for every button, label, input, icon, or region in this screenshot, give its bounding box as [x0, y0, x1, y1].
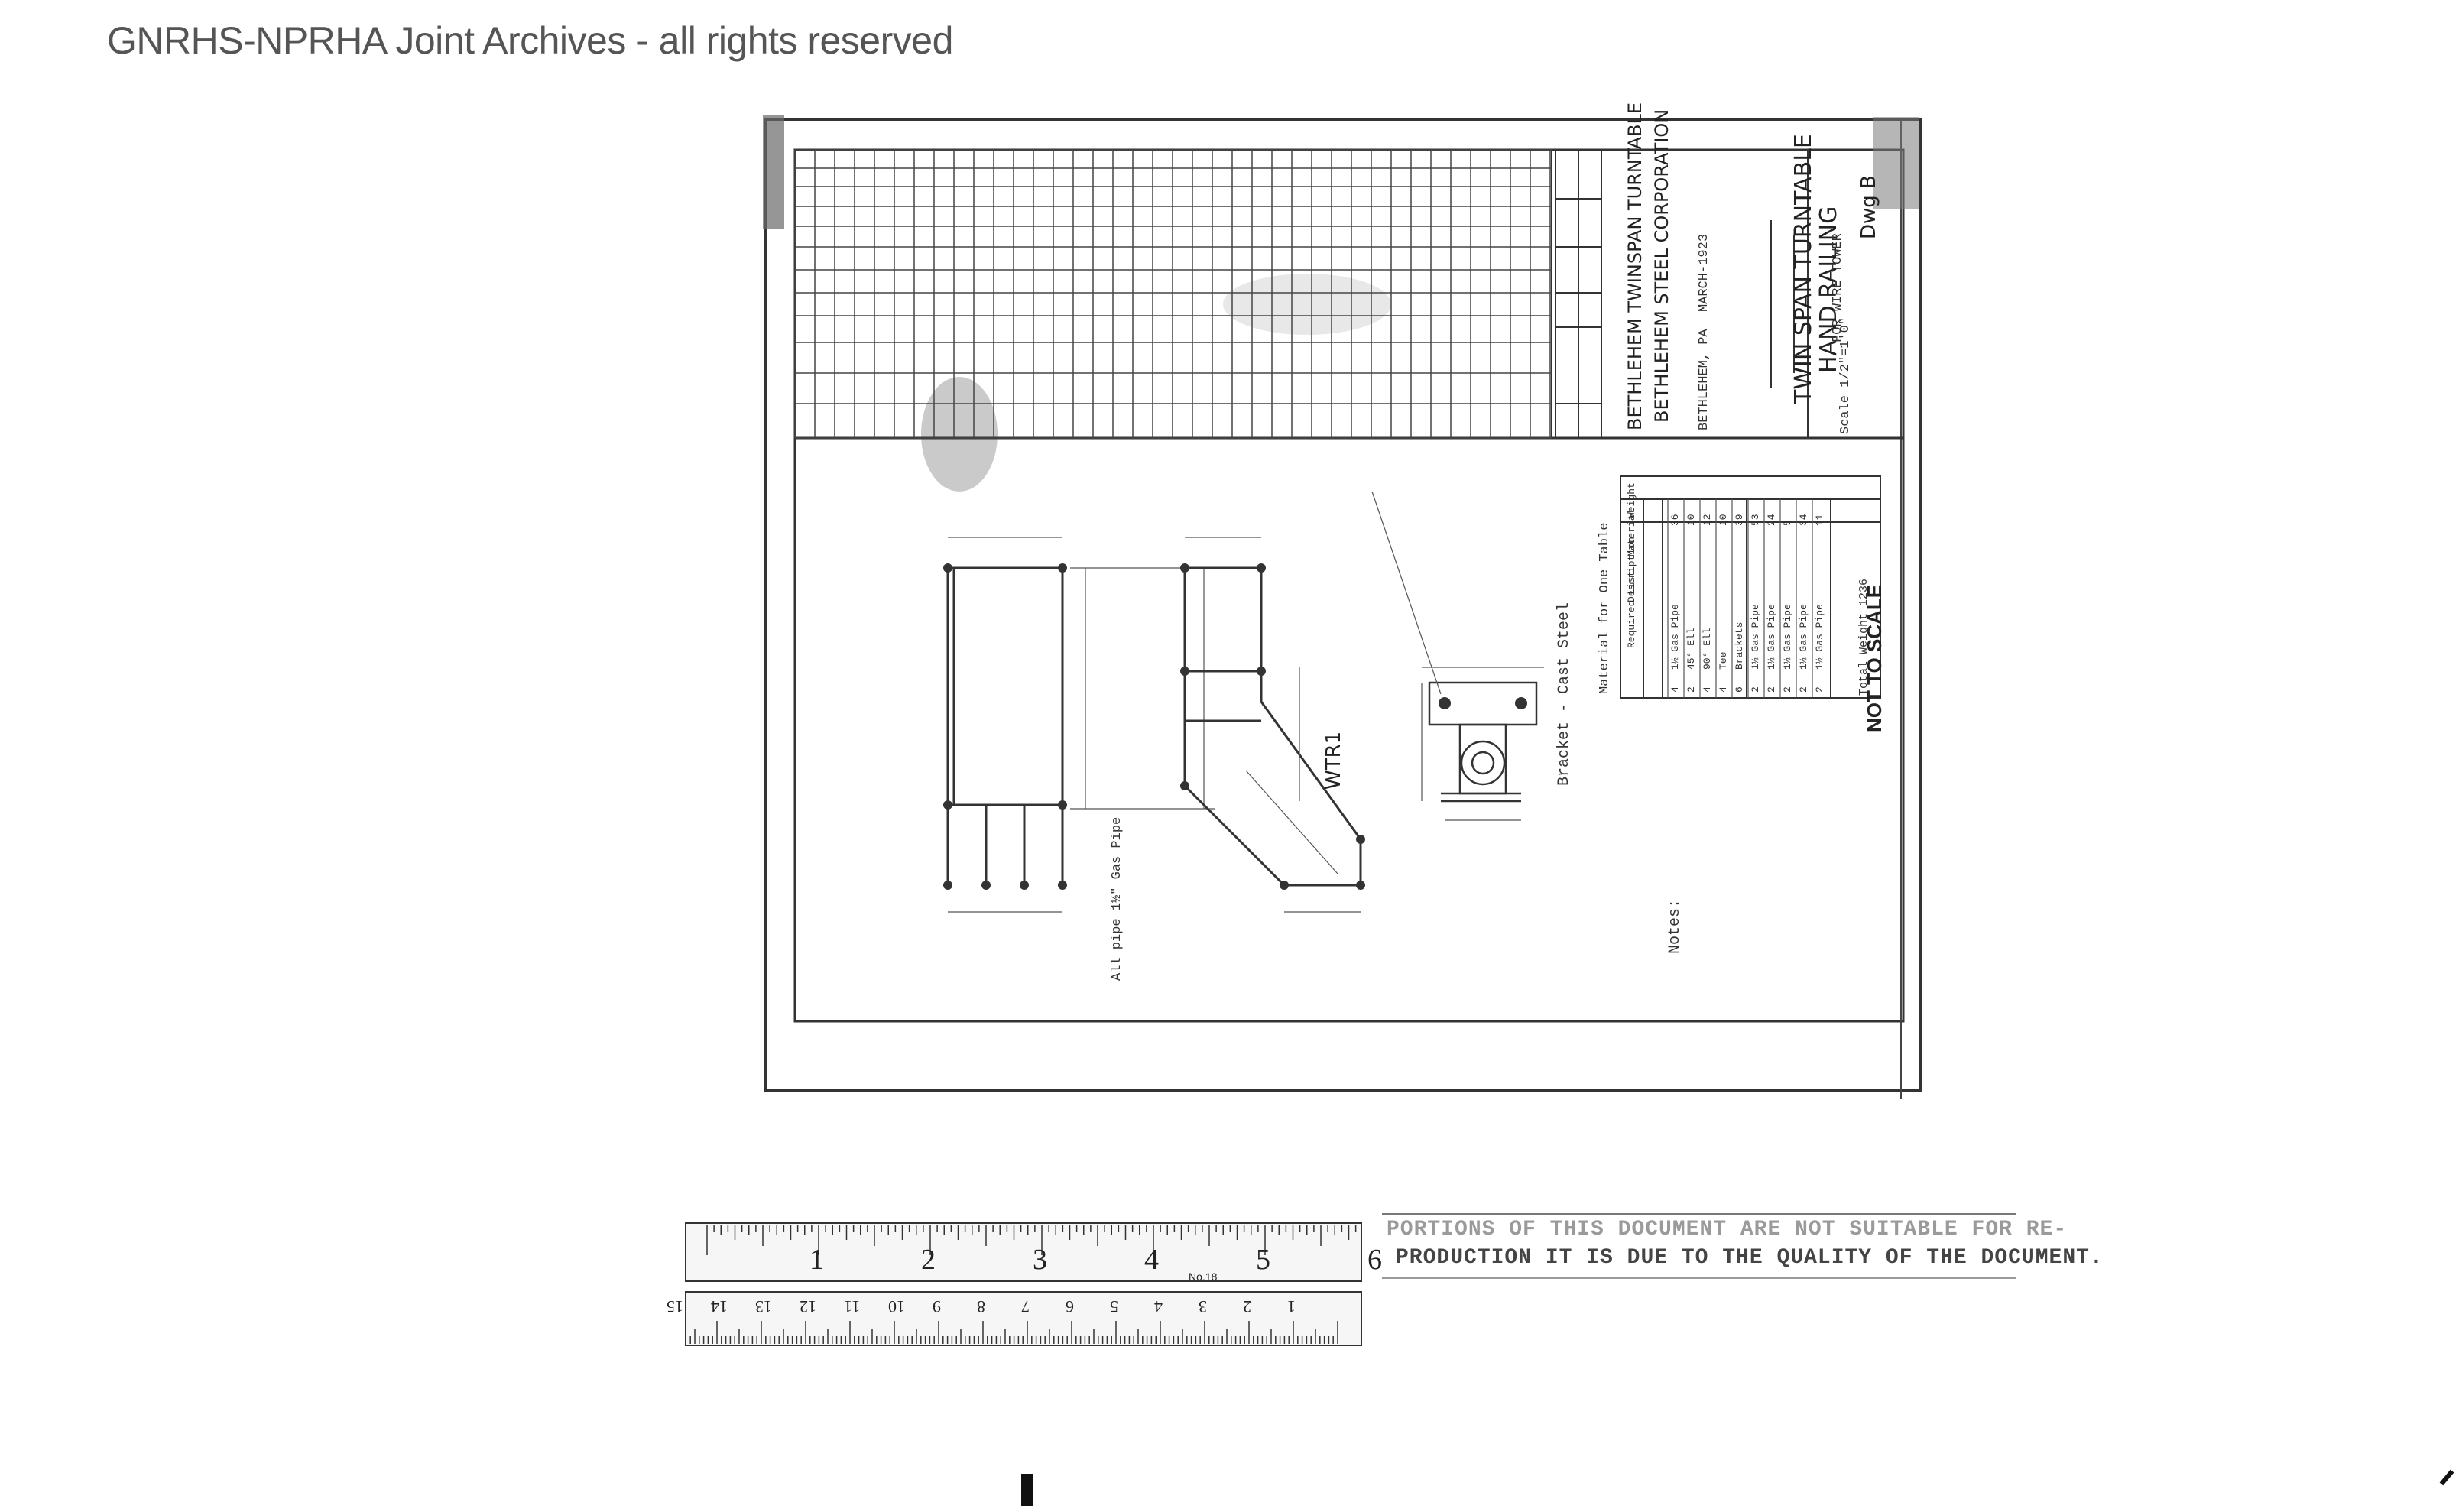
material-row-qty: 2 — [1798, 686, 1809, 693]
material-row-description: 1½ Gas Pipe — [1669, 604, 1681, 670]
ruler-cm-label: 8 — [977, 1297, 985, 1316]
ruler-inch-label: 5 — [1256, 1244, 1270, 1276]
ruler-cm-label: 15 — [667, 1297, 683, 1316]
ruler-cm-label: 6 — [1066, 1297, 1074, 1316]
material-row-weight: 5 — [1782, 520, 1793, 526]
ruler-cm-label: 7 — [1021, 1297, 1030, 1316]
notes-label: Notes: — [1666, 898, 1684, 954]
material-row-description: 90° Ell — [1702, 628, 1713, 670]
ruler-cm-label: 11 — [844, 1297, 861, 1316]
drawing-builder: BETHLEHEM TWINSPAN TURNTABLE — [1624, 102, 1646, 430]
drawing-sheet: TWIN SPAN TURNTABLE HAND RAILING FOR WIR… — [757, 102, 1932, 1099]
material-row-qty: 2 — [1766, 686, 1777, 693]
notice-line-2: PRODUCTION IT IS DUE TO THE QUALITY OF T… — [1396, 1246, 2104, 1270]
material-row-weight: 10 — [1685, 514, 1697, 526]
archive-watermark: GNRHS-NPRHA Joint Archives - all rights … — [107, 19, 953, 62]
ruler-inch-label: 3 — [1033, 1244, 1047, 1276]
material-row-qty: 2 — [1750, 686, 1761, 693]
reproduction-notice: PORTIONS OF THIS DOCUMENT ARE NOT SUITAB… — [1382, 1212, 2103, 1280]
ruler-cm-label: 12 — [800, 1297, 816, 1316]
material-row-description: 45° Ell — [1685, 628, 1697, 670]
wtr-label: WTR1 — [1322, 731, 1345, 790]
ruler-cm-label: 10 — [888, 1297, 905, 1316]
material-row-description: 1½ Gas Pipe — [1798, 604, 1809, 670]
material-row-qty: 2 — [1782, 686, 1793, 693]
material-row-description: Tee — [1718, 651, 1729, 670]
ruler-maker-label: No.18 — [1189, 1270, 1218, 1283]
material-title: Material for One Table — [1598, 522, 1612, 694]
drawing-scale: Scale 1/2"=1'0" — [1838, 316, 1853, 434]
ruler-cm-label: 14 — [711, 1297, 728, 1316]
material-row-qty: 4 — [1669, 686, 1681, 693]
material-row-qty: 2 — [1814, 686, 1825, 693]
total-weight: Total Weight 1236 — [1857, 578, 1870, 696]
pipe-note: All pipe 1½" Gas Pipe — [1110, 816, 1124, 981]
material-row-weight: 11 — [1814, 514, 1825, 526]
ruler-cm-label: 5 — [1110, 1297, 1118, 1316]
drawing-linework — [763, 115, 1922, 1099]
ruler-cm-label: 2 — [1243, 1297, 1251, 1316]
material-row-weight: 34 — [1798, 514, 1809, 526]
ruler-inch-label: 2 — [921, 1244, 936, 1276]
edge-mark — [1021, 1474, 1033, 1506]
ruler-cm-label: 4 — [1154, 1297, 1163, 1316]
drawing-number: Dwg B — [1857, 175, 1880, 239]
material-row-weight: 53 — [1750, 514, 1761, 526]
ruler-cm-label: 3 — [1199, 1297, 1207, 1316]
material-row-weight: 39 — [1734, 514, 1745, 526]
material-row-description: 1½ Gas Pipe — [1782, 604, 1793, 670]
drawing-corp: BETHLEHEM STEEL CORPORATION — [1651, 109, 1672, 423]
material-row-description: 1½ Gas Pipe — [1766, 604, 1777, 670]
material-row-weight: 12 — [1702, 514, 1713, 526]
material-header-weight: Weight — [1626, 482, 1637, 518]
drawing-date: MARCH-1923 — [1697, 233, 1711, 312]
ruler-ticks — [685, 1222, 1362, 1346]
material-row-description: Brackets — [1734, 621, 1745, 670]
material-row-weight: 10 — [1718, 514, 1729, 526]
ruler-cm-label: 9 — [933, 1297, 941, 1316]
material-row-weight: 24 — [1766, 514, 1777, 526]
material-row-description: 1½ Gas Pipe — [1814, 604, 1825, 670]
drawing-place: BETHLEHEM, PA — [1697, 329, 1711, 430]
material-row-description: 1½ Gas Pipe — [1750, 604, 1761, 670]
bracket-label: Bracket - Cast Steel — [1556, 602, 1573, 786]
ruler-inch-label: 1 — [809, 1244, 824, 1276]
drawing-title: TWIN SPAN TURNTABLE — [1790, 134, 1817, 404]
notice-line-1: PORTIONS OF THIS DOCUMENT ARE NOT SUITAB… — [1387, 1218, 2068, 1241]
ruler-cm-label: 13 — [755, 1297, 772, 1316]
material-row-qty: 6 — [1734, 686, 1745, 693]
material-row-qty: 2 — [1685, 686, 1697, 693]
ruler-inch-label: 6 — [1367, 1244, 1382, 1276]
ruler-inch-label: 4 — [1144, 1244, 1159, 1276]
material-row-qty: 4 — [1702, 686, 1713, 693]
corner-mark — [2439, 1469, 2454, 1486]
material-row-qty: 4 — [1718, 686, 1729, 693]
ruler-cm-label: 1 — [1287, 1297, 1296, 1316]
material-row-weight: 36 — [1669, 514, 1681, 526]
